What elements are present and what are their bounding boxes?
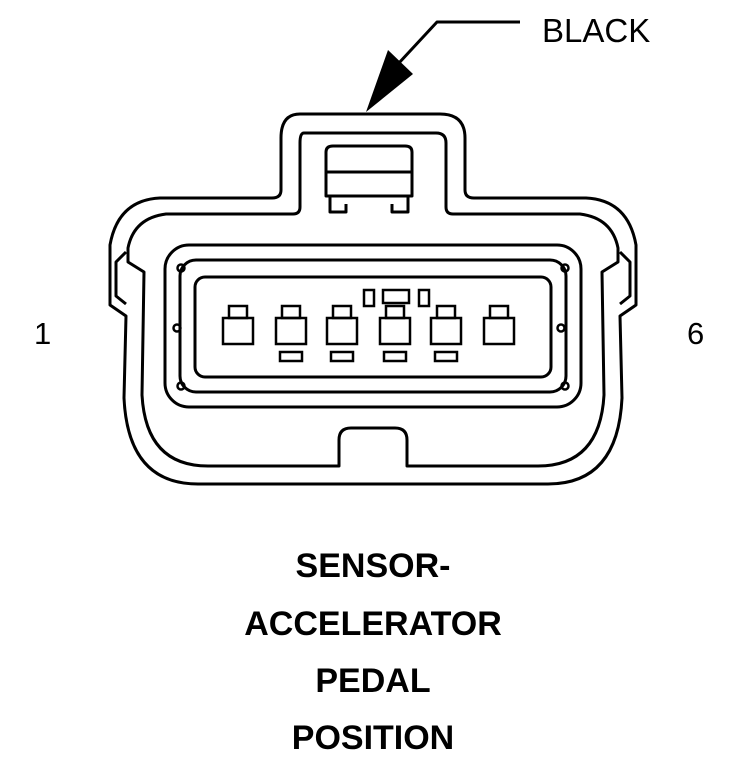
callout-arrowhead [366, 50, 413, 112]
terminal-cavity-1 [221, 304, 255, 346]
top-lock-tab [324, 144, 414, 198]
connector-color-callout: BLACK [542, 12, 651, 49]
component-title-line-4: POSITION [291, 719, 455, 757]
terminal-face-inner [193, 275, 553, 379]
keying-mark [417, 288, 431, 308]
side-latch-right [618, 250, 632, 306]
keying-mark [362, 288, 376, 308]
locating-hole [560, 381, 570, 391]
keying-mark [381, 288, 411, 305]
cavity-slot-2 [278, 350, 304, 363]
locating-hole [556, 323, 566, 333]
top-lock-foot-left [328, 196, 348, 214]
terminal-cavity-4 [378, 304, 412, 363]
locating-hole [172, 323, 182, 333]
cavity-slot-4 [382, 350, 408, 363]
locating-hole [176, 263, 186, 273]
component-title-line-3: PEDAL [315, 662, 431, 700]
terminal-cavity-6 [482, 304, 516, 346]
side-latch-left [114, 250, 128, 306]
connector-housing-outer [108, 112, 638, 486]
terminal-cavity-3 [325, 304, 359, 363]
pin-number-first: 1 [34, 316, 52, 351]
top-lock-foot-right [390, 196, 410, 214]
pin-number-last: 6 [687, 316, 705, 351]
cavity-slot-3 [329, 350, 355, 363]
component-title-line-2: ACCELERATOR [244, 605, 502, 643]
cavity-slot-5 [433, 350, 459, 363]
callout-leader-line [396, 20, 520, 66]
locating-hole [176, 381, 186, 391]
terminal-face-outer [163, 243, 583, 409]
locating-hole [560, 263, 570, 273]
terminal-cavity-5 [429, 304, 463, 363]
terminal-cavity-2 [274, 304, 308, 363]
terminal-face-middle [178, 258, 568, 394]
connector-housing-inner [126, 131, 620, 468]
component-title-line-1: SENSOR- [295, 547, 451, 585]
